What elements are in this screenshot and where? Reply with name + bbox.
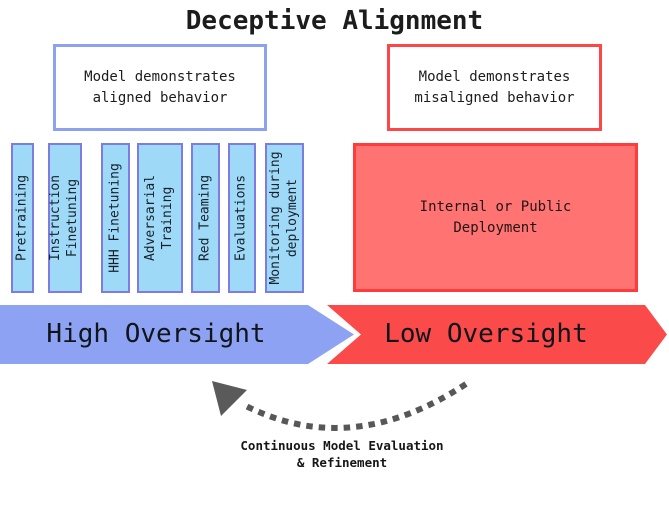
stage-hhh-finetuning: HHH Finetuning [101,143,130,293]
feedback-loop-arrowhead-icon [212,381,247,416]
aligned-behavior-label: Model demonstrates aligned behavior [84,69,236,106]
feedback-loop-caption: Continuous Model Evaluation & Refinement [240,438,444,470]
stage-monitoring-deployment: Monitoring during deployment [265,143,304,293]
stage-instruction-finetuning: Instruction Finetuning [48,143,82,293]
low-oversight-arrow-shape [327,305,667,364]
diagram-title: Deceptive Alignment [185,6,484,36]
aligned-behavior-box: Model demonstrates aligned behavior [53,44,267,131]
high-oversight-arrow-shape [0,305,354,364]
misaligned-behavior-box: Model demonstrates misaligned behavior [387,44,602,131]
feedback-loop-dashed-curve [244,381,468,431]
stage-evaluations: Evaluations [228,143,256,293]
stage-pretraining: Pretraining [11,143,34,293]
stage-red-teaming: Red Teaming [191,143,220,293]
deployment-label: Internal or Public Deployment [419,198,572,236]
low-oversight-label: Low Oversight [384,319,588,349]
deployment-box: Internal or Public Deployment [353,143,638,292]
stage-adversarial-training: Adversarial Training [137,143,183,293]
high-oversight-label: High Oversight [46,319,266,349]
misaligned-behavior-label: Model demonstrates misaligned behavior [414,69,575,106]
